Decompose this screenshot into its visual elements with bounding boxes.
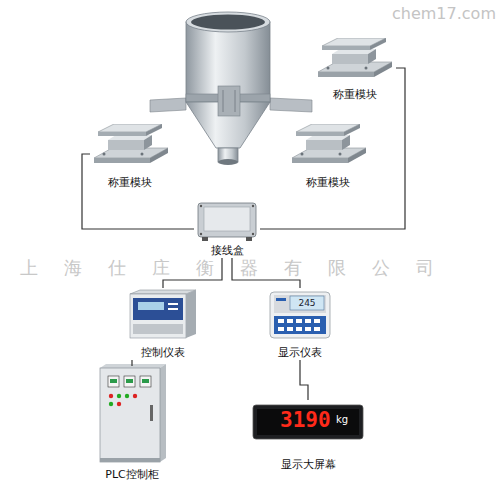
junction-box-figure [198, 203, 256, 241]
display-indicator-figure [270, 292, 330, 338]
plc-cabinet: PLC控制柜 [92, 366, 172, 482]
part-label: 显示仪表 [278, 346, 322, 360]
display-reading: 3190 [280, 406, 331, 434]
junction-box: 接线盒 [194, 200, 260, 258]
part-label: 显示大屏幕 [281, 458, 336, 472]
part-label: 接线盒 [211, 244, 244, 258]
control-indicator: 控制仪表 [126, 288, 200, 360]
company-watermark: 上海仕庄衡器有限公司 [20, 259, 460, 277]
control-indicator-figure [130, 290, 196, 338]
part-label: 控制仪表 [141, 346, 185, 360]
part-label: 称重模块 [306, 176, 350, 190]
signal-cable [82, 154, 194, 229]
large-display: 显示大屏幕 3190 kg [250, 400, 366, 472]
plc-cabinet-figure [100, 364, 166, 462]
weighing-module-figure [318, 38, 392, 77]
signal-cable [300, 360, 308, 400]
large-display-figure [253, 405, 363, 439]
part-label: PLC控制柜 [105, 468, 158, 482]
weighing-module-figure [292, 124, 366, 163]
weighing-module: 称重模块 [288, 118, 368, 190]
part-label: 称重模块 [108, 176, 152, 190]
display-indicator: 显示仪表 245 [262, 288, 338, 360]
signal-cable [131, 360, 132, 366]
part-label: 称重模块 [333, 88, 377, 102]
weighing-module: 称重模块 [314, 34, 396, 102]
weighing-module: 称重模块 [90, 118, 170, 190]
indicator-reading: 245 [290, 296, 324, 310]
site-watermark: chem17.com [392, 4, 496, 24]
weighing-module-figure [94, 124, 168, 163]
signal-cable [260, 68, 405, 229]
hopper [150, 12, 312, 165]
unit-label: kg [336, 414, 348, 426]
